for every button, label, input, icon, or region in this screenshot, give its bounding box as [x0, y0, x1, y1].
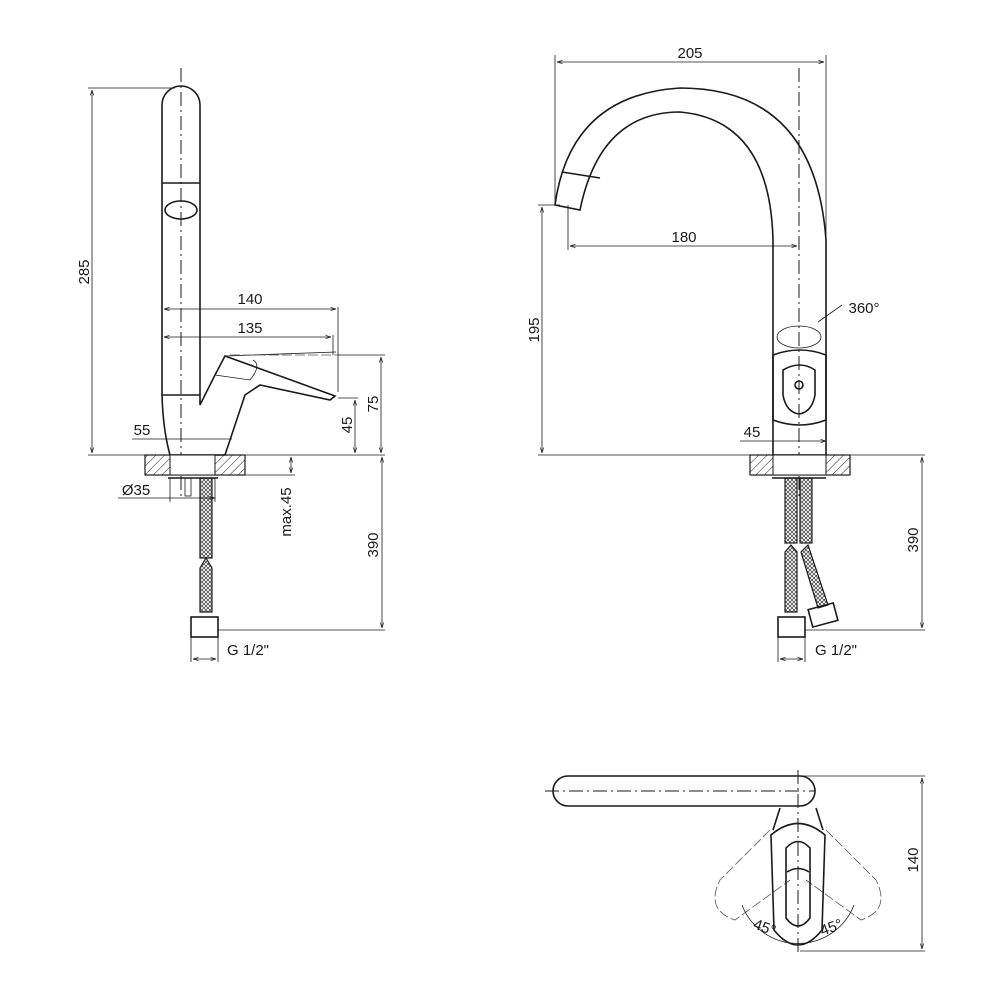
handle-face	[782, 364, 816, 415]
screw-icon	[794, 380, 804, 390]
lever-outline	[214, 351, 337, 381]
body-face	[772, 349, 827, 426]
dim-55: 55	[134, 422, 151, 439]
dim-390: 390	[905, 527, 922, 552]
front-view: 360° 205 180 195 45 390 G 1/2"	[526, 45, 925, 662]
angle-left: 45°	[751, 916, 778, 940]
dim-180: 180	[671, 229, 696, 246]
handle-top	[770, 822, 826, 946]
dim-max-45: max.45	[278, 487, 295, 536]
top-view: 45° 45° 140	[545, 770, 925, 955]
rotation-icon	[776, 325, 822, 349]
dim-205: 205	[677, 45, 702, 62]
label-360: 360°	[848, 300, 879, 317]
dim-285: 285	[76, 259, 93, 284]
spout-aerator	[164, 200, 198, 220]
handle-swing-outline	[714, 829, 882, 921]
hose	[199, 477, 213, 559]
dim-thread: G 1/2"	[227, 642, 269, 659]
dim-45: 45	[339, 417, 356, 434]
hose-right	[799, 477, 813, 544]
angle-right: 45°	[818, 916, 845, 940]
spout-arc	[554, 87, 827, 456]
dim-45: 45	[744, 424, 761, 441]
hose-nut	[777, 616, 806, 638]
dim-390: 390	[365, 532, 382, 557]
angle-arc	[741, 904, 855, 944]
dim-140: 140	[237, 291, 262, 308]
dim-195: 195	[526, 317, 543, 342]
faucet-body	[161, 355, 337, 456]
spout-tube	[161, 85, 201, 395]
side-view: 285 140 135 55 45 75 Ø35 max.45 390 G 1/…	[76, 68, 385, 662]
dim-135: 135	[237, 320, 262, 337]
hose-left	[784, 477, 798, 544]
spout-top	[552, 775, 816, 807]
dim-140: 140	[905, 847, 922, 872]
hose-nut	[190, 616, 219, 638]
dim-diameter-35: Ø35	[122, 482, 150, 499]
dim-thread: G 1/2"	[815, 642, 857, 659]
dim-75: 75	[365, 396, 382, 413]
